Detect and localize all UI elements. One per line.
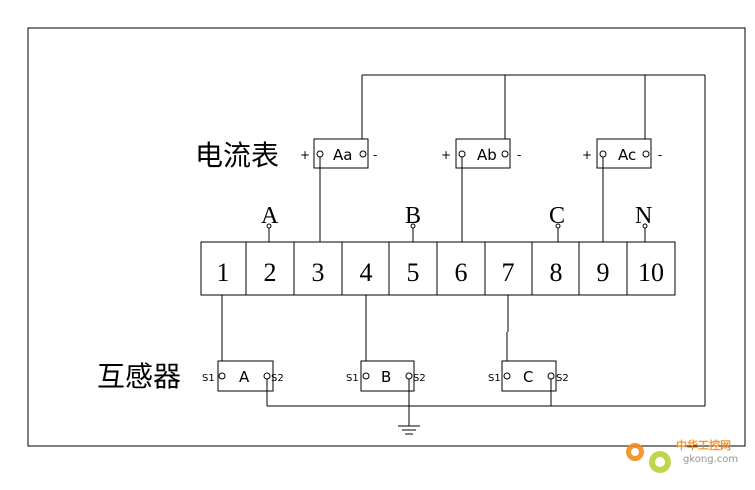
gear-icon [626, 443, 671, 473]
ground-icon [398, 425, 420, 435]
terminal-number: 4 [360, 258, 373, 287]
ct-c: S1 C S2 [488, 360, 569, 392]
watermark-domain: gkong.com [683, 454, 738, 465]
meter-feed-wires [319, 157, 604, 242]
terminal-number: 3 [312, 258, 325, 287]
ammeter-name: Ab [477, 146, 497, 164]
ammeter-name: Ac [618, 146, 636, 164]
ammeter-minus: - [373, 148, 377, 162]
meter-return-bus [267, 74, 706, 407]
ammeter-ab: + Ab - [441, 138, 521, 169]
watermark-logo: 中华工控网 gkong.com [626, 438, 738, 473]
terminal-number: 8 [550, 258, 563, 287]
ct-s1-label: S1 [202, 373, 215, 384]
terminal-number: 1 [217, 258, 230, 287]
meter-group-label: 电流表 [195, 140, 279, 172]
ct-name: A [239, 368, 250, 386]
phase-label-n: N [635, 203, 652, 229]
ammeter-minus: - [517, 148, 521, 162]
ammeter-plus: + [582, 148, 592, 162]
ct-s2-label: S2 [413, 373, 426, 384]
diagram-frame [27, 27, 746, 447]
ammeter-ac: + Ac - [582, 138, 662, 169]
phase-labels: A B C N [261, 203, 652, 242]
ct-return-wires [266, 379, 552, 426]
phase-label-a: A [261, 203, 279, 229]
ct-a: S1 A S2 [202, 360, 284, 392]
phase-label-b: B [405, 203, 421, 229]
phase-label-c: C [549, 203, 565, 229]
terminal-block: 1 2 3 4 5 6 7 8 9 10 [200, 241, 676, 296]
watermark-brand: 中华工控网 [676, 438, 731, 452]
terminal-number: 10 [638, 258, 664, 287]
ammeter-aa: + Aa - [300, 138, 377, 169]
ammeter-minus: - [658, 148, 662, 162]
ct-group-label: 互感器 [97, 361, 181, 393]
terminal-number: 2 [264, 258, 277, 287]
ct-name: C [523, 368, 533, 386]
terminal-number: 7 [502, 258, 515, 287]
terminal-number: 9 [597, 258, 610, 287]
ammeter-plus: + [441, 148, 451, 162]
terminal-number: 5 [407, 258, 420, 287]
ct-s2-label: S2 [556, 373, 569, 384]
ct-s1-label: S1 [346, 373, 359, 384]
ct-s2-label: S2 [271, 373, 284, 384]
ct-name: B [381, 368, 391, 386]
terminal-number: 6 [455, 258, 468, 287]
ct-s1-label: S1 [488, 373, 501, 384]
ammeter-plus: + [300, 148, 310, 162]
ammeter-name: Aa [333, 146, 352, 164]
ct-b: S1 B S2 [346, 360, 426, 392]
